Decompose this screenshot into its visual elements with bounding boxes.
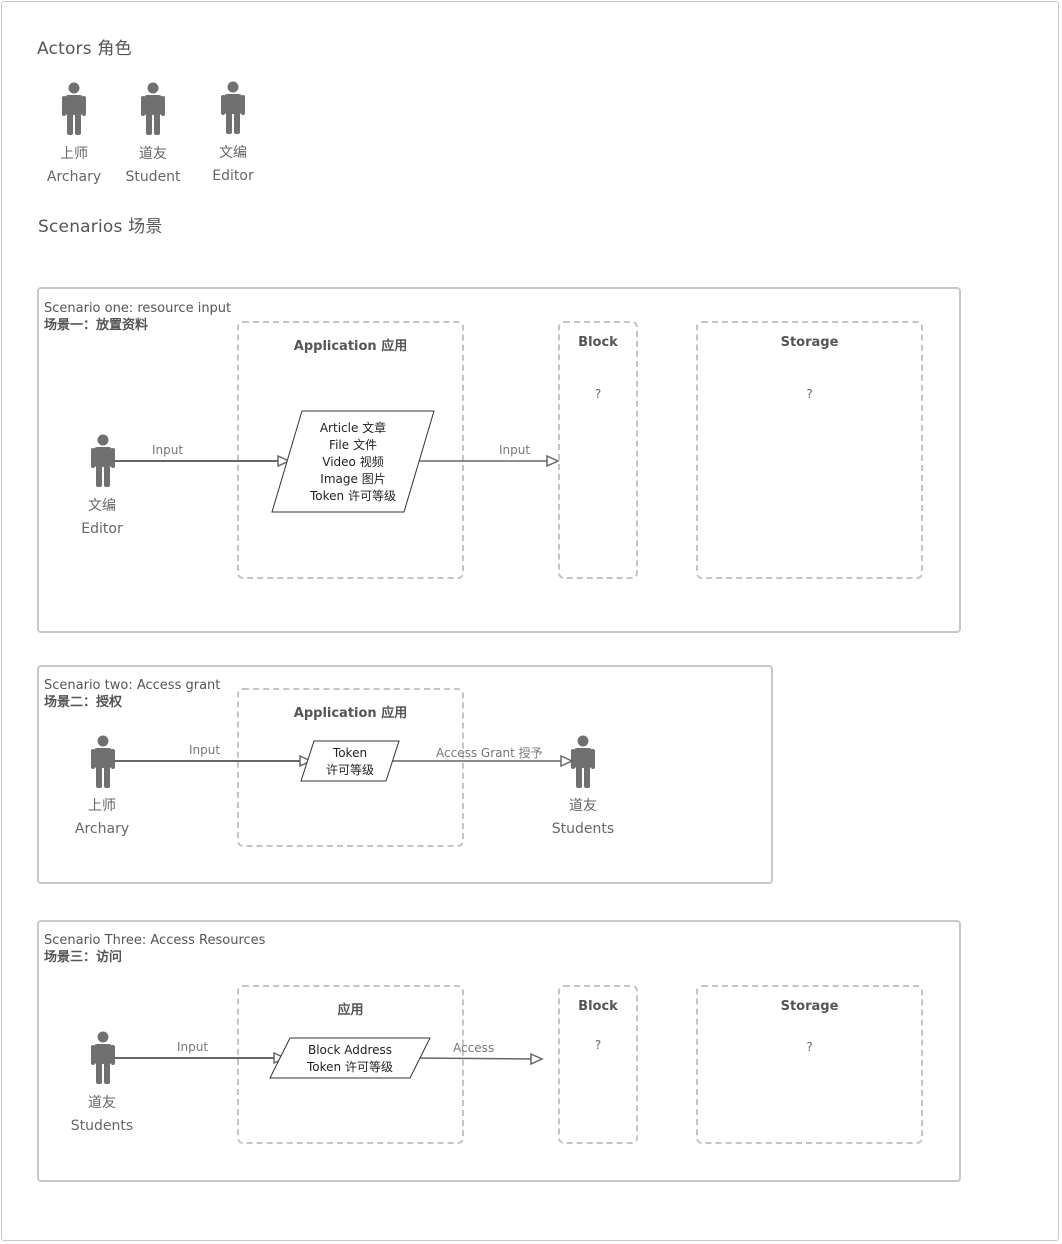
scenario-one-actor-en: Editor — [81, 521, 123, 537]
actor-editor-icon — [221, 81, 245, 134]
resource-video: Video 视频 — [322, 455, 384, 469]
scenario-three-edge-input-label: Input — [177, 1040, 209, 1054]
resource-article: Article 文章 — [319, 421, 387, 435]
block-title: Block — [578, 335, 618, 350]
actor-archary-cn: 上师 — [60, 146, 88, 162]
scenario-three-container — [37, 920, 961, 1182]
scenario-three-actor-en: Students — [70, 1118, 134, 1134]
scenario-two-target-en: Students — [551, 821, 615, 837]
scenario-three-title: Scenario Three: Access Resources — [44, 933, 266, 948]
storage-title: Storage — [780, 999, 839, 1014]
token-label: Token — [332, 746, 368, 760]
scenario-two-application-box: Application 应用 — [237, 688, 464, 847]
scenario-two-edge-input-label: Input — [189, 743, 221, 757]
scenario-three-application-box: 应用 — [237, 985, 464, 1144]
actor-student-cn: 道友 — [139, 146, 167, 162]
scenario-one-edge-input-label: Input — [152, 443, 184, 457]
actor-archary-icon — [62, 82, 86, 135]
resource-image: Image 图片 — [320, 472, 386, 486]
resource-file: File 文件 — [329, 438, 377, 452]
scenario-two-actor-en: Archary — [74, 821, 130, 837]
scenario-one-title: Scenario one: resource input — [44, 301, 232, 316]
token-level: Token 许可等级 — [307, 1060, 393, 1074]
scenario-two-students-icon — [571, 735, 595, 788]
actor-student-icon — [141, 82, 165, 135]
storage-unknown: ? — [806, 387, 813, 401]
scenario-three-block-box: Block ? — [558, 985, 638, 1144]
scenario-two-subtitle: 场景二：授权 — [44, 695, 123, 710]
actors-heading: Actors 角色 — [37, 39, 132, 59]
block-title: Block — [578, 999, 618, 1014]
scenario-two-actor-cn: 上师 — [88, 798, 116, 814]
scenario-three-students-icon — [91, 1031, 115, 1084]
actor-editor-en: Editor — [212, 168, 254, 184]
block-unknown: ? — [594, 387, 602, 401]
scenario-three-edge-access-label: Access — [453, 1041, 495, 1055]
scenario-one-actor-cn: 文编 — [88, 498, 116, 514]
storage-title: Storage — [780, 335, 839, 350]
actor-editor-cn: 文编 — [219, 145, 247, 161]
scenario-one-block-box: Block ? — [558, 321, 638, 579]
scenario-one-subtitle: 场景一：放置资料 — [44, 318, 149, 333]
scenario-three-storage-box: Storage ? — [696, 985, 923, 1144]
scenario-two-target-cn: 道友 — [569, 798, 597, 814]
scenario-two-container — [37, 665, 773, 884]
actor-student-en: Student — [125, 169, 181, 185]
application-title: 应用 — [337, 1003, 364, 1018]
resource-token: Token 许可等级 — [310, 489, 396, 503]
scenario-three-subtitle: 场景三：访问 — [44, 950, 123, 965]
scenario-one-application-box: Application 应用 — [237, 321, 464, 579]
token-level: 许可等级 — [325, 763, 374, 777]
storage-unknown: ? — [806, 1040, 813, 1054]
scenario-one-edge-to-block-label: Input — [499, 443, 531, 457]
application-title: Application 应用 — [293, 706, 408, 721]
actor-archary-en: Archary — [46, 169, 102, 185]
scenario-two-edge-grant-label: Access Grant 授予 — [436, 746, 543, 760]
scenario-two-token: Token 许可等级 — [305, 745, 395, 779]
scenarios-heading: Scenarios 场景 — [38, 217, 163, 237]
scenario-two-archary-icon — [91, 735, 115, 788]
resource-list: Article 文章 File 文件 Video 视频 Image 图片 Tok… — [283, 420, 423, 505]
scenario-two-title: Scenario two: Access grant — [44, 678, 221, 693]
scenario-one-editor-icon — [91, 434, 115, 487]
scenario-three-actor-cn: 道友 — [88, 1095, 116, 1111]
block-address: Block Address — [307, 1043, 393, 1057]
scenario-one-storage-box: Storage ? — [696, 321, 923, 579]
scenario-three-token: Block Address Token 许可等级 — [280, 1042, 420, 1076]
application-title: Application 应用 — [293, 339, 408, 354]
block-unknown: ? — [594, 1038, 602, 1052]
scenario-one-container — [37, 287, 961, 633]
